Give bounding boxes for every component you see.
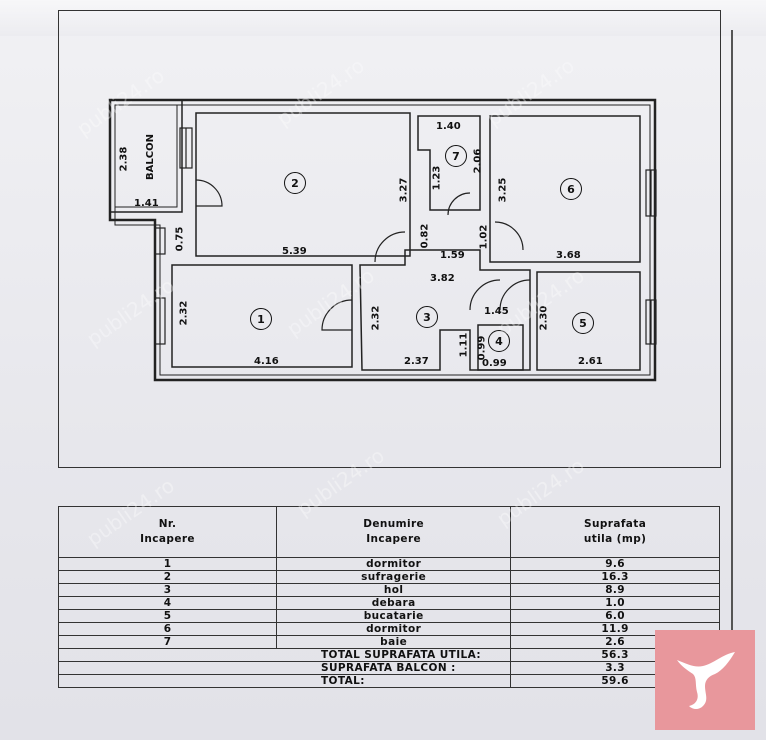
- total-row: TOTAL:59.6: [57, 674, 720, 688]
- room-number-5: 5: [572, 312, 594, 334]
- bird-logo-icon: [677, 652, 735, 709]
- cell-area: 6.0: [510, 609, 720, 623]
- dim-room1-width: 4.16: [254, 356, 279, 367]
- header-room-area-text: Suprafata utila (mp): [583, 518, 647, 545]
- cell-name: sufragerie: [276, 570, 512, 584]
- header-room-name-text: Denumire Incapere: [363, 518, 425, 545]
- balcony-area-label: SUPRAFATA BALCON :: [321, 662, 456, 674]
- header-room-area: Suprafata utila (mp): [510, 506, 720, 558]
- total-label: TOTAL:: [57, 674, 512, 688]
- cell-nr: 6: [57, 622, 278, 636]
- total-label: TOTAL SUPRAFATA UTILA:: [57, 648, 512, 662]
- dim-1-59: 1.59: [440, 250, 465, 261]
- cell-name: dormitor: [276, 622, 512, 636]
- dim-1-02: 1.02: [478, 224, 490, 250]
- cell-name: debara: [276, 596, 512, 610]
- cell-nr: 1: [57, 557, 278, 571]
- room-number-1: 1: [250, 308, 272, 330]
- dim-0-82: 0.82: [419, 223, 431, 249]
- page-edge-line: [731, 30, 733, 730]
- total-useful-area-label: TOTAL SUPRAFATA UTILA:: [321, 649, 481, 661]
- dim-room3-width: 2.37: [404, 356, 429, 367]
- total-label: SUPRAFATA BALCON :: [57, 661, 512, 675]
- dim-room6-width: 3.68: [556, 250, 581, 261]
- cell-area: 16.3: [510, 570, 720, 584]
- dim-1-11: 1.11: [458, 332, 470, 358]
- dim-0-75: 0.75: [174, 226, 186, 252]
- dim-room5-height: 2.30: [538, 305, 550, 331]
- cell-area: 9.6: [510, 557, 720, 571]
- dim-balcon-height: 2.38: [118, 146, 130, 172]
- room-number-3: 3: [416, 306, 438, 328]
- cell-nr: 3: [57, 583, 278, 597]
- cell-nr: 7: [57, 635, 278, 649]
- dim-room2-height: 3.27: [398, 177, 410, 203]
- dim-room2-width: 5.39: [282, 246, 307, 257]
- room-number-6: 6: [560, 178, 582, 200]
- top-margin-band: [0, 0, 766, 36]
- cell-nr: 4: [57, 596, 278, 610]
- cell-area: 1.0: [510, 596, 720, 610]
- floor-plan: [108, 98, 657, 382]
- balcony-label: BALCON: [144, 134, 156, 180]
- dim-room4-height: 0.99: [476, 335, 488, 361]
- dim-room7-h2: 2.06: [472, 148, 484, 174]
- room-number-7: 7: [445, 145, 467, 167]
- cell-nr: 5: [57, 609, 278, 623]
- header-room-number: Nr. Incapere: [57, 506, 278, 558]
- cell-name: bucatarie: [276, 609, 512, 623]
- dim-balcon-width: 1.41: [134, 198, 159, 209]
- dim-room5-width: 2.61: [578, 356, 603, 367]
- dim-room1-height: 2.32: [178, 300, 190, 326]
- dim-room6-height: 3.25: [497, 177, 509, 203]
- dim-room4-width: 0.99: [482, 358, 507, 369]
- header-room-number-text: Nr. Incapere: [140, 518, 195, 545]
- room-number-4: 4: [488, 330, 510, 352]
- room-number-2: 2: [284, 172, 306, 194]
- grand-total-label: TOTAL:: [321, 675, 365, 687]
- cell-name: dormitor: [276, 557, 512, 571]
- plan-frame: [58, 10, 721, 468]
- cell-name: hol: [276, 583, 512, 597]
- room-area-table: Nr. Incapere Denumire Incapere Suprafata…: [57, 506, 720, 688]
- publi24-logo[interactable]: [655, 630, 755, 730]
- cell-name: baie: [276, 635, 512, 649]
- total-row: SUPRAFATA BALCON :3.3: [57, 661, 720, 675]
- dim-room7-h1: 1.23: [431, 165, 443, 191]
- header-room-name: Denumire Incapere: [276, 506, 512, 558]
- cell-area: 8.9: [510, 583, 720, 597]
- cell-nr: 2: [57, 570, 278, 584]
- dim-room3-height: 2.32: [370, 305, 382, 331]
- dim-1-45: 1.45: [484, 306, 509, 317]
- dim-room7-width: 1.40: [436, 121, 461, 132]
- total-row: TOTAL SUPRAFATA UTILA:56.3: [57, 648, 720, 662]
- dim-hall-width: 3.82: [430, 273, 455, 284]
